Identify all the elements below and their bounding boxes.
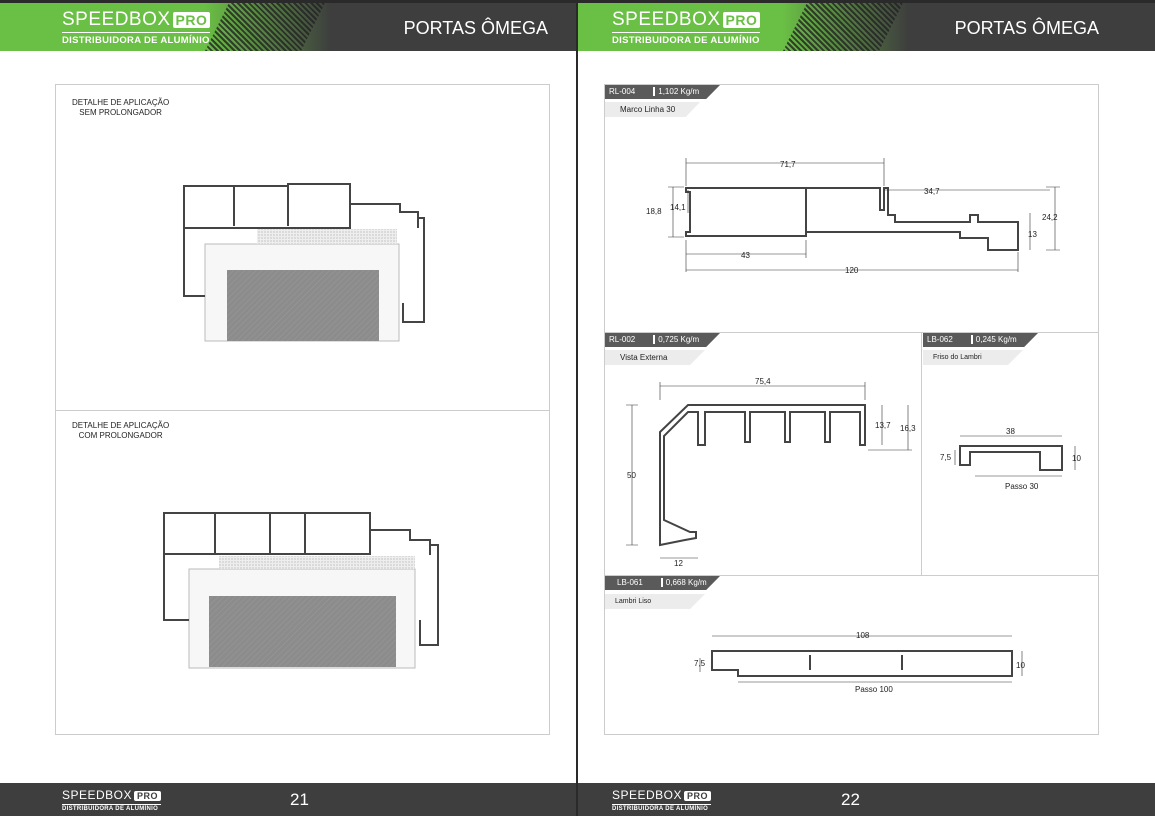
page-divider bbox=[576, 0, 578, 816]
page-number: 21 bbox=[290, 790, 309, 809]
brand-tagline: DISTRIBUIDORA DE ALUMÍNIO bbox=[62, 32, 211, 46]
profile-name-lb062: Friso do Lambri bbox=[923, 350, 1023, 365]
profile-name-lb061: Lambri Liso bbox=[605, 594, 705, 609]
brand-name: SPEEDBOX bbox=[62, 9, 171, 30]
profile-name-rl002: Vista Externa bbox=[605, 350, 705, 365]
brand-pro: PRO bbox=[172, 12, 211, 28]
profiles-frame bbox=[604, 84, 1099, 735]
page-title: PORTAS ÔMEGA bbox=[954, 18, 1099, 38]
detail-com-prolongador bbox=[163, 512, 439, 669]
header-pattern bbox=[205, 3, 325, 51]
header-pattern bbox=[783, 3, 903, 51]
profile-name-rl004: Marco Linha 30 bbox=[605, 102, 700, 117]
detail-sem-prolongador bbox=[183, 183, 425, 342]
detail-drawings bbox=[163, 183, 439, 669]
page-number: 22 bbox=[841, 790, 860, 809]
page-title: PORTAS ÔMEGA bbox=[403, 18, 548, 38]
detail-frame bbox=[55, 84, 550, 735]
